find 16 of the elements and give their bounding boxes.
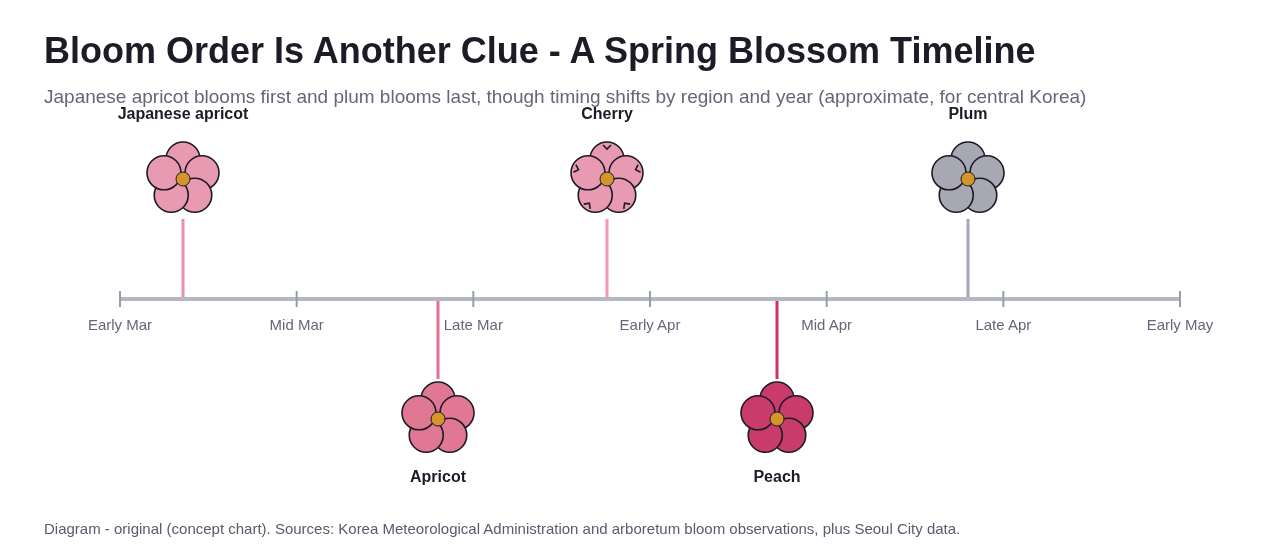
stem-line xyxy=(436,301,440,379)
tick-label: Mid Apr xyxy=(801,316,853,333)
tick-label: Late Mar xyxy=(443,316,503,333)
flower-label: Peach xyxy=(753,467,801,487)
tick-label: Mid Mar xyxy=(269,316,324,333)
stem-line xyxy=(605,219,609,297)
stem-line xyxy=(775,301,779,379)
stem-line xyxy=(966,219,970,297)
tick-label: Late Apr xyxy=(975,316,1032,333)
tick-label: Early Mar xyxy=(87,316,153,333)
stem-line xyxy=(181,219,185,297)
tick-label: Early Apr xyxy=(619,316,681,333)
flower-label: Apricot xyxy=(410,467,466,487)
source-caption: Diagram - original (concept chart). Sources: Korea Meteorological Administration and arboretum bloom observations, plus Seoul City data. xyxy=(44,520,961,537)
tick-label: Early May xyxy=(1146,316,1214,333)
chart-title: Bloom Order Is Another Clue - A Spring Blossom Timeline xyxy=(44,30,1036,72)
